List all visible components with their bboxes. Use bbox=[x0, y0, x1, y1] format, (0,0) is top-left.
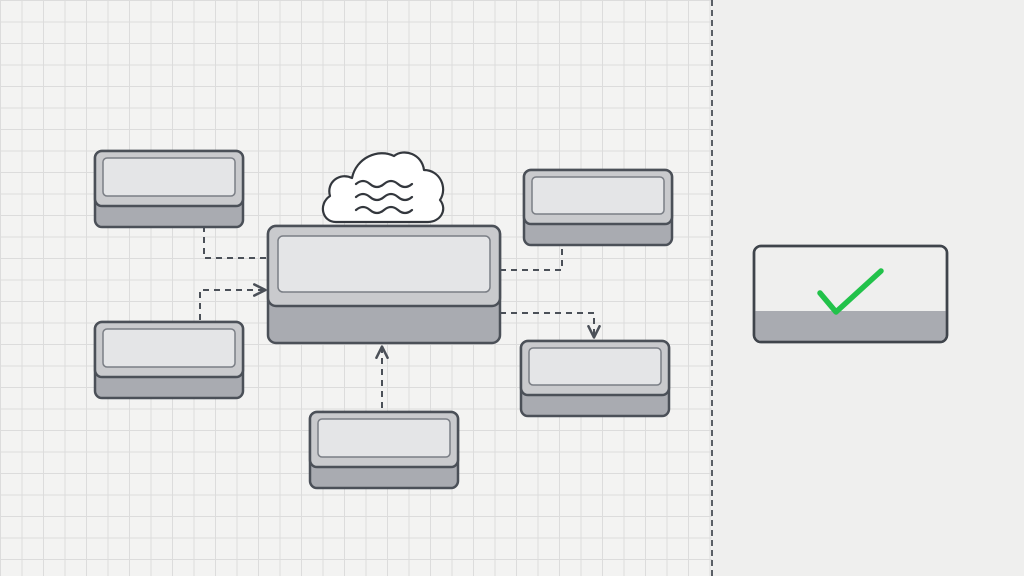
dashed-divider bbox=[711, 0, 713, 576]
node-bottom-center bbox=[308, 410, 460, 490]
node-central-hub bbox=[266, 224, 502, 345]
cloud-icon bbox=[321, 151, 445, 224]
node-bottom-right bbox=[519, 339, 671, 418]
connector-hub-to-bottom-right bbox=[500, 312, 601, 339]
node-top-left bbox=[93, 149, 245, 229]
checkmark-icon bbox=[817, 268, 884, 315]
result-panel bbox=[752, 244, 949, 344]
node-top-right bbox=[522, 168, 674, 247]
node-bottom-left bbox=[93, 320, 245, 400]
